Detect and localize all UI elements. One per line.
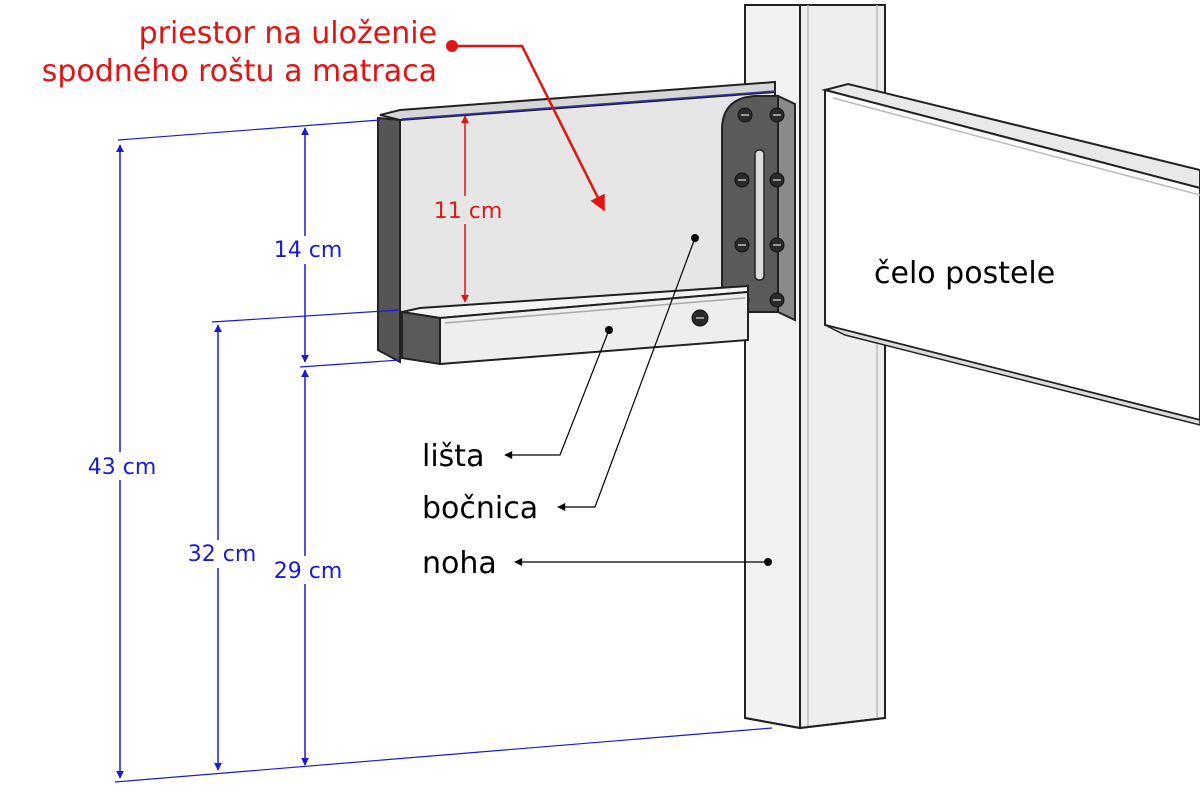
callout-title-line1: priestor na uloženie — [139, 16, 437, 51]
label-side: bočnica — [422, 491, 538, 526]
rail-bar — [401, 284, 749, 366]
callout-title-line2: spodného roštu a matraca — [42, 54, 437, 89]
leader-side — [557, 237, 696, 511]
label-headboard: čelo postele — [874, 256, 1055, 291]
headboard-panel — [821, 82, 1200, 426]
callout-arrow — [452, 44, 606, 212]
part-labels: lišta bočnica noha čelo postele — [422, 256, 1055, 581]
label-29cm: 29 cm — [274, 559, 343, 584]
label-14cm: 14 cm — [274, 238, 343, 263]
label-43cm: 43 cm — [88, 455, 157, 480]
dimension-labels: 43 cm 32 cm 14 cm 29 cm 11 cm — [82, 196, 508, 584]
part-leaders — [504, 237, 768, 566]
leader-dots — [605, 234, 772, 566]
label-32cm: 32 cm — [188, 542, 257, 567]
label-leg: noha — [422, 546, 497, 581]
side-panel — [377, 80, 782, 364]
storage-space-callout: priestor na uloženie spodného roštu a ma… — [42, 16, 606, 212]
label-rail: lišta — [422, 439, 484, 474]
label-11cm: 11 cm — [434, 199, 503, 224]
metal-bracket — [721, 94, 796, 322]
leader-rail — [504, 329, 610, 459]
